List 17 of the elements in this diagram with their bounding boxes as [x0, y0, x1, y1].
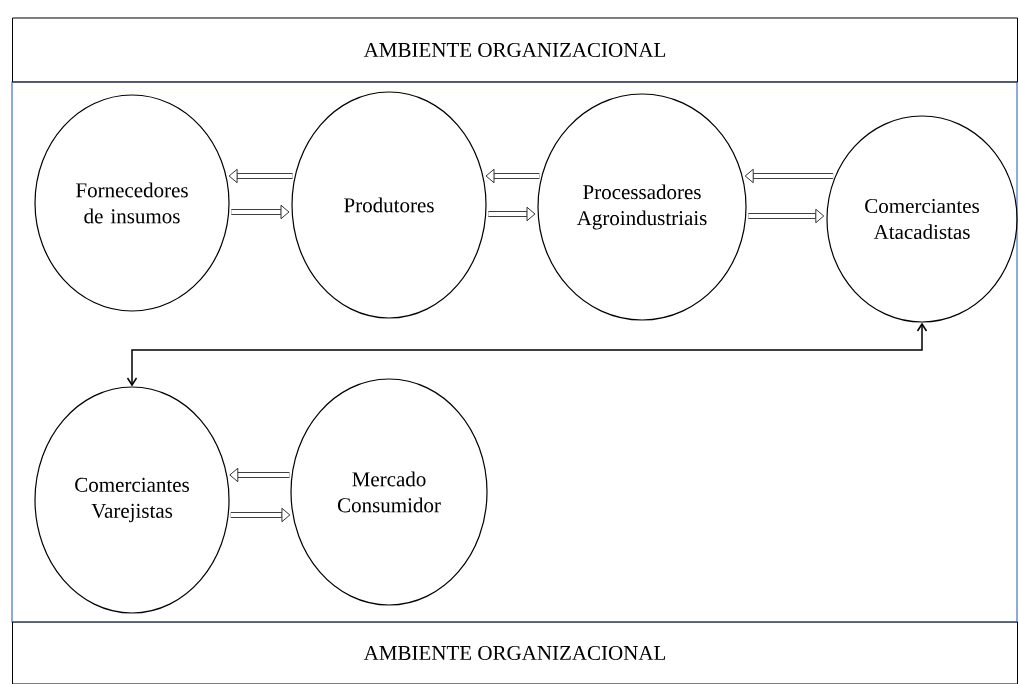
hollow-arrow	[229, 467, 290, 483]
hollow-arrow	[488, 206, 536, 222]
band-box: AMBIENTE ORGANIZACIONAL	[12, 17, 1018, 83]
ellipse-node: Comerciantes Varejistas	[34, 386, 230, 614]
hollow-arrow	[228, 168, 293, 184]
ellipse-node: Mercado Consumidor	[290, 378, 488, 606]
connector-arrow	[126, 322, 928, 387]
ellipse-node: Produtores	[291, 91, 487, 319]
ellipse-node: Processadores Agroindustriais	[537, 93, 747, 321]
hollow-arrow	[744, 168, 834, 184]
hollow-arrow	[230, 507, 291, 523]
hollow-arrow	[231, 204, 290, 220]
ellipse-node: Comerciantes Atacadistas	[826, 115, 1018, 323]
ellipse-node: Fornecedores de insumos	[34, 94, 230, 312]
hollow-arrow	[748, 208, 825, 224]
band-box: AMBIENTE ORGANIZACIONAL	[12, 621, 1018, 684]
hollow-arrow	[485, 168, 540, 184]
